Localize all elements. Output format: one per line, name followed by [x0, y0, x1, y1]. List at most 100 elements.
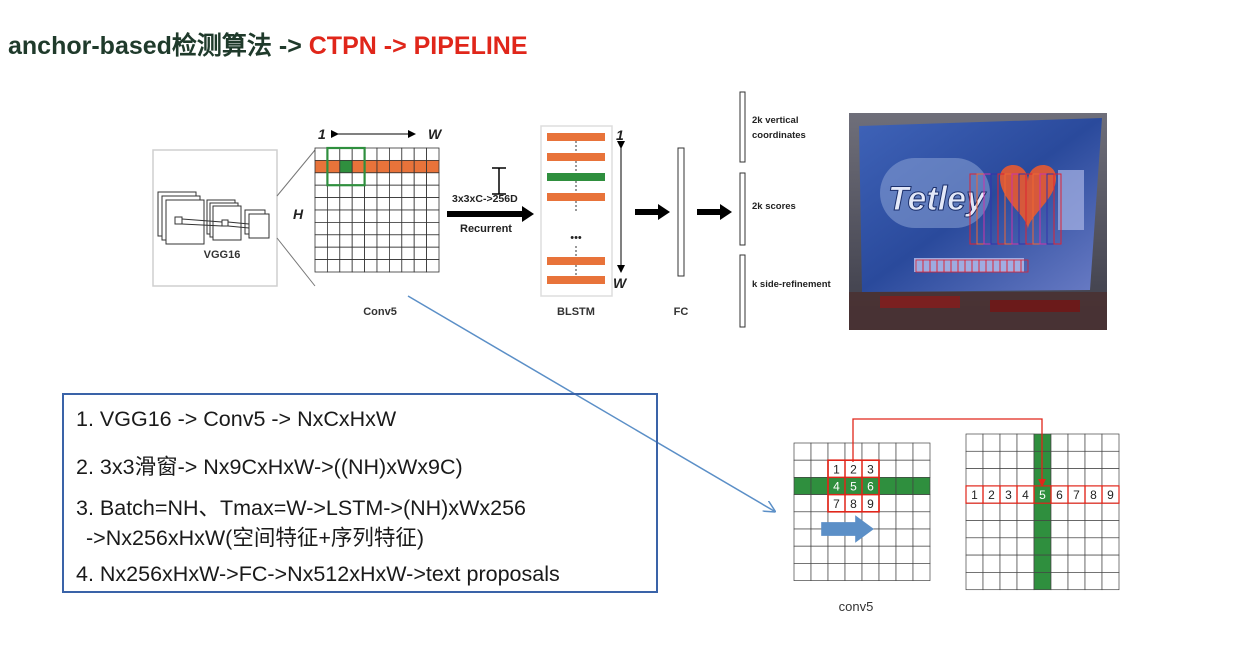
grid-cell	[965, 433, 984, 452]
grid-cell	[793, 477, 812, 495]
step-2: 2. 3x3滑窗-> Nx9CxHxW->((NH)xWx9C)	[76, 455, 463, 479]
proposal-box	[1053, 173, 1062, 245]
grid-cell	[1016, 433, 1035, 452]
grid-cell	[314, 259, 328, 273]
blstm-bar	[547, 257, 605, 265]
grid-cell	[426, 147, 440, 161]
grid-cell	[912, 545, 931, 564]
grid-cell	[982, 433, 1001, 452]
grid-cell	[1084, 520, 1103, 539]
window-number: 4	[833, 480, 840, 494]
grid-cell	[1050, 520, 1069, 539]
window-number: 7	[833, 497, 840, 511]
grid-cell	[426, 209, 440, 223]
grid-cell	[912, 459, 931, 478]
grid-cell	[1067, 572, 1086, 591]
grid-cell	[895, 563, 914, 581]
grid-cell	[1016, 502, 1035, 521]
sequence-number: 6	[1056, 488, 1063, 502]
slide-direction-arrow	[821, 515, 874, 543]
grid-cell	[401, 246, 415, 260]
grid-cell	[912, 494, 931, 513]
window-number: 2	[850, 462, 857, 476]
grid-cell	[1050, 450, 1069, 469]
billboard-text: Tetley	[888, 180, 987, 218]
output-refinement-label: k side-refinement	[752, 279, 831, 290]
grid-cell	[364, 197, 378, 211]
window-number: 8	[850, 497, 857, 511]
grid-cell	[793, 528, 812, 547]
grid-cell	[1016, 450, 1035, 469]
grid-cell	[314, 246, 328, 260]
grid-cell	[326, 221, 341, 236]
grid-cell	[364, 259, 378, 273]
step-3b: ->Nx256xHxW(空间特征+序列特征)	[86, 526, 425, 550]
grid-cell	[1050, 468, 1069, 487]
grid-cell	[1067, 520, 1086, 539]
grid-cell	[999, 572, 1018, 591]
grid-cell	[376, 259, 390, 273]
grid-cell	[965, 502, 984, 521]
grid-cell	[376, 147, 390, 161]
window-number: 1	[833, 462, 840, 476]
grid-cell	[861, 442, 880, 461]
grid-cell	[401, 184, 415, 198]
grid-cell	[388, 184, 403, 198]
grid-cell	[376, 159, 390, 174]
sequence-number: 4	[1022, 488, 1029, 502]
grid-cell	[999, 502, 1018, 521]
grid-cell	[1050, 572, 1069, 591]
grid-cell	[1033, 554, 1052, 573]
grid-cell	[844, 545, 863, 564]
expand-line-bottom	[276, 237, 316, 287]
recurrent-arrow	[447, 206, 534, 222]
grid-cell	[401, 221, 415, 236]
grid-cell	[326, 172, 341, 186]
grid-cell	[1067, 537, 1086, 556]
grid-cell	[1101, 554, 1120, 573]
grid-cell	[314, 197, 328, 211]
grid-cell	[426, 184, 440, 198]
grid-cell	[351, 184, 366, 198]
grid-cell	[1084, 450, 1103, 469]
slide-title: anchor-based检测算法 -> CTPN -> PIPELINE	[8, 26, 528, 62]
grid-cell	[388, 147, 403, 161]
grid-cell	[1101, 433, 1120, 452]
grid-cell	[1016, 572, 1035, 591]
grid-cell	[413, 221, 428, 236]
sequence-number: 7	[1073, 488, 1080, 502]
grid-cell	[364, 209, 378, 223]
grid-cell	[364, 159, 378, 174]
grid-cell	[388, 197, 403, 211]
grid-cell	[1101, 537, 1120, 556]
grid-cell	[912, 442, 931, 461]
grid-cell	[1101, 468, 1120, 487]
grid-cell	[351, 147, 366, 161]
grid-cell	[861, 545, 880, 564]
grid-cell	[1067, 502, 1086, 521]
grid-cell	[339, 184, 353, 198]
grid-cell	[376, 209, 390, 223]
grid-cell	[426, 159, 440, 174]
grid-cell	[895, 459, 914, 478]
axis-one-label: 1	[318, 126, 326, 142]
axis-h-label: H	[293, 206, 304, 222]
grid-cell	[388, 172, 403, 186]
grid-cell	[965, 554, 984, 573]
grid-cell	[793, 511, 812, 530]
grid-cell	[314, 234, 328, 248]
grid-cell	[376, 172, 390, 186]
grid-cell	[326, 259, 341, 273]
grid-cell	[351, 259, 366, 273]
grid-cell	[326, 197, 341, 211]
step-4: 4. Nx256xHxW->FC->Nx512xHxW->text propos…	[76, 562, 560, 586]
grid-cell	[364, 184, 378, 198]
window-number: 6	[867, 480, 874, 494]
grid-cell	[793, 442, 812, 461]
grid-cell	[339, 234, 353, 248]
window-number: 5	[850, 480, 857, 494]
grid-cell	[912, 528, 931, 547]
grid-cell	[793, 563, 812, 581]
grid-cell	[1084, 468, 1103, 487]
